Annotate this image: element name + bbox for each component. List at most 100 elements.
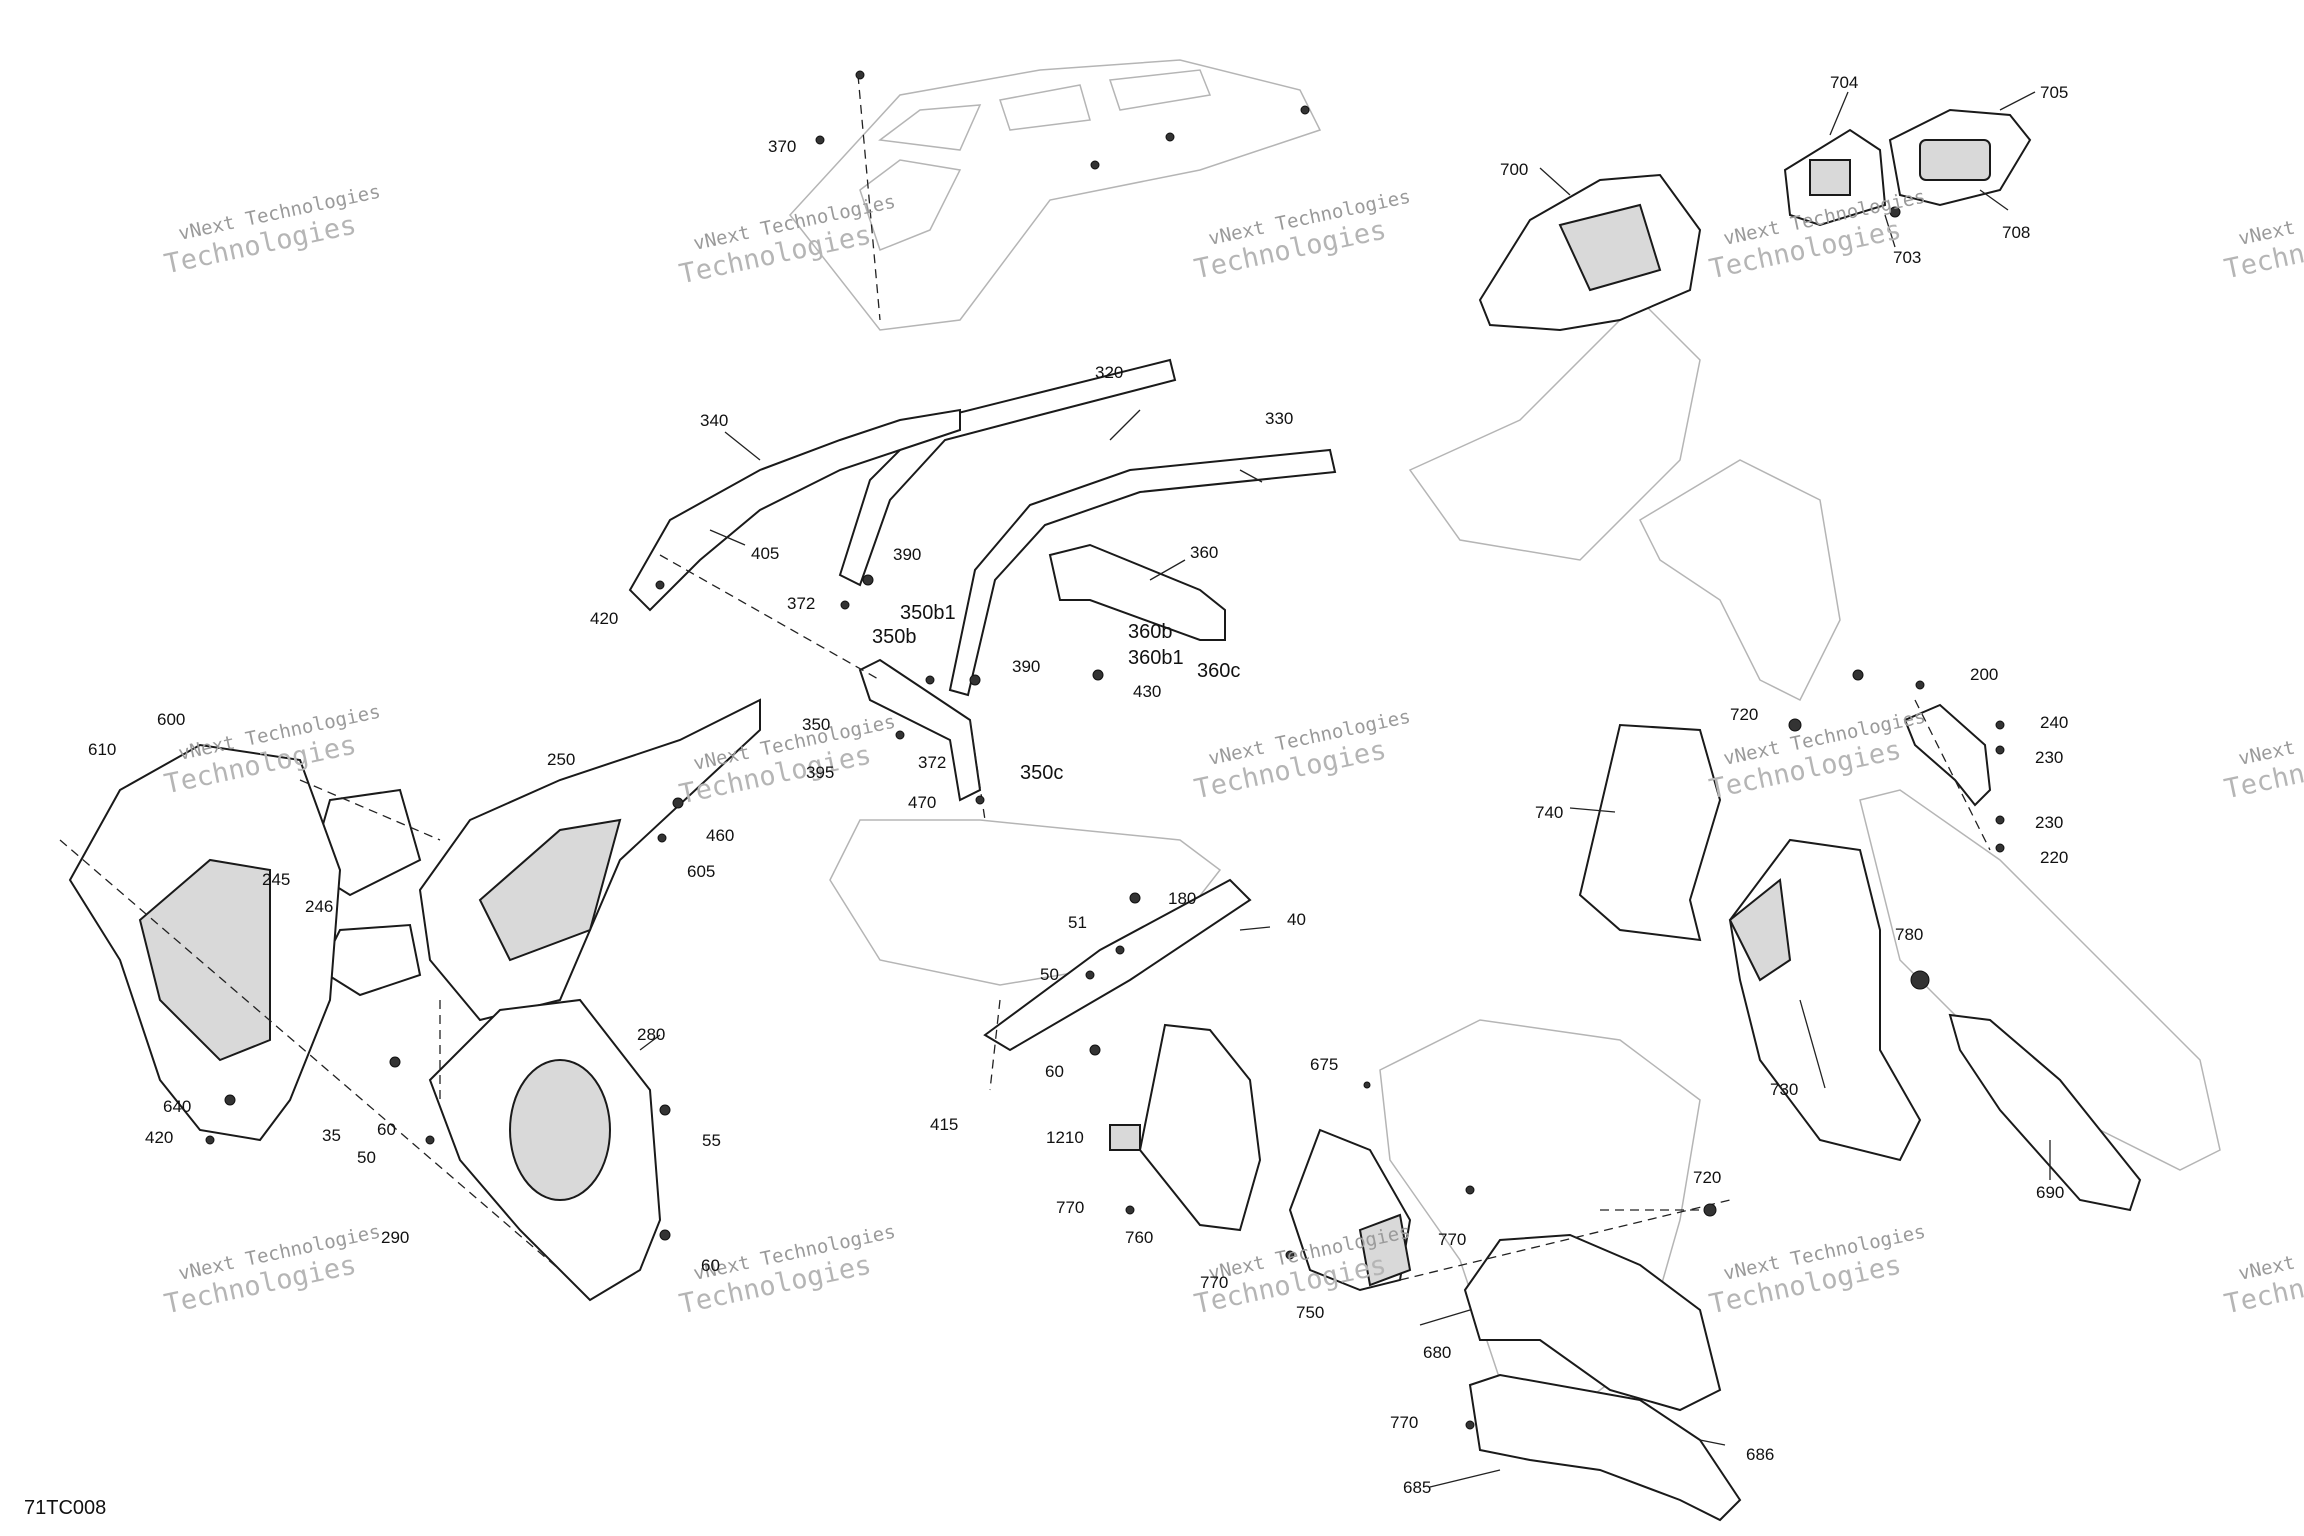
beam-360 (1048, 543, 1226, 641)
callout-label: 55 (702, 1131, 721, 1150)
callout-label: 640 (163, 1097, 191, 1116)
cluster-705 (1888, 108, 2032, 207)
callout-label: 290 (381, 1228, 409, 1247)
callout-label: 246 (305, 897, 333, 916)
callout-label: 350b1 (900, 602, 956, 624)
leader-lines (59, 74, 2051, 1488)
callout-label: 60 (1045, 1062, 1064, 1081)
callout-label: 360c (1197, 660, 1240, 682)
callout-label: 705 (2040, 83, 2068, 102)
callout-label: 240 (2040, 713, 2068, 732)
callout-label: 245 (262, 870, 290, 889)
callout-label: 340 (700, 411, 728, 430)
callout-label: 720 (1693, 1168, 1721, 1187)
callout-label: 390 (1012, 657, 1040, 676)
callout-label: 180 (1168, 889, 1196, 908)
callout-label: 372 (787, 594, 815, 613)
callout-label: 35 (322, 1126, 341, 1145)
callout-label: 750 (1296, 1303, 1324, 1322)
callout-labels: 370 700 704 705 708 703 320 330 340 405 … (88, 73, 2068, 1497)
callout-label: 230 (2035, 813, 2063, 832)
bracket-200 (1903, 703, 1992, 807)
callout-label: 680 (1423, 1343, 1451, 1362)
callout-label: 320 (1095, 363, 1123, 382)
plate-280 (428, 998, 662, 1302)
callout-label: 685 (1403, 1478, 1431, 1497)
callout-label: 395 (806, 763, 834, 782)
callout-label: 740 (1535, 803, 1563, 822)
callout-label: 360b (1128, 621, 1173, 643)
callout-label: 430 (1133, 682, 1161, 701)
panel-700 (1478, 173, 1702, 332)
bracket-246 (318, 923, 422, 997)
callout-label: 220 (2040, 848, 2068, 867)
callout-label: 690 (2036, 1183, 2064, 1202)
callout-label: 605 (687, 862, 715, 881)
bracket-340 (628, 408, 961, 612)
label-1210 (1109, 1124, 1141, 1151)
beam-40 (983, 878, 1252, 1052)
callout-label: 770 (1438, 1230, 1466, 1249)
callout-label: 675 (1310, 1055, 1338, 1074)
callout-label: 420 (145, 1128, 173, 1147)
panel-690 (1948, 1013, 2142, 1212)
frame-250 (418, 698, 761, 1022)
callout-label: 40 (1287, 910, 1306, 929)
ghost-console-right (1408, 298, 1841, 702)
duct-760 (1138, 1023, 1262, 1232)
callout-label: 770 (1390, 1413, 1418, 1432)
panel-730 (1728, 838, 1922, 1162)
callout-label: 50 (1040, 965, 1059, 984)
callout-label: 250 (547, 750, 575, 769)
callout-label: 686 (1746, 1445, 1774, 1464)
callout-label: 708 (2002, 223, 2030, 242)
callout-label: 420 (590, 609, 618, 628)
callout-label: 50 (357, 1148, 376, 1167)
callout-label: 610 (88, 740, 116, 759)
duct-750 (1288, 1128, 1412, 1292)
callout-label: 230 (2035, 748, 2063, 767)
callout-label: 730 (1770, 1080, 1798, 1099)
ghost-dash-center (829, 819, 1222, 986)
callout-label: 460 (706, 826, 734, 845)
callout-label: 370 (768, 137, 796, 156)
callout-label: 350c (1020, 762, 1063, 784)
rail-330 (948, 448, 1337, 697)
fasteners (205, 70, 2005, 1430)
callout-label: 1210 (1046, 1128, 1084, 1147)
callout-label: 60 (701, 1256, 720, 1275)
callout-label: 360b1 (1128, 647, 1184, 669)
callout-label: 770 (1056, 1198, 1084, 1217)
bracket-704 (1783, 128, 1887, 227)
callout-label: 470 (908, 793, 936, 812)
bracket-350 (858, 658, 982, 802)
callout-label: 415 (930, 1115, 958, 1134)
callout-label: 703 (1893, 248, 1921, 267)
callout-label: 280 (637, 1025, 665, 1044)
callout-label: 704 (1830, 73, 1858, 92)
callout-label: 770 (1200, 1273, 1228, 1292)
callout-label: 60 (377, 1120, 396, 1139)
callout-label: 390 (893, 545, 921, 564)
panel-685 (1468, 1373, 1742, 1522)
panel-600 (68, 743, 342, 1142)
callout-label: 405 (751, 544, 779, 563)
panel-680 (1463, 1233, 1722, 1412)
callout-label: 350 (802, 715, 830, 734)
callout-label: 372 (918, 753, 946, 772)
callout-label: 760 (1125, 1228, 1153, 1247)
cover-740 (1578, 723, 1722, 942)
callout-label: 360 (1190, 543, 1218, 562)
callout-label: 330 (1265, 409, 1293, 428)
callout-label: 600 (157, 710, 185, 729)
callout-label: 700 (1500, 160, 1528, 179)
diagram-code: 71TC008 (24, 1497, 106, 1519)
ghost-fender-right (1859, 789, 2221, 1171)
callout-label: 51 (1068, 913, 1087, 932)
callout-label: 720 (1730, 705, 1758, 724)
ghost-roof (789, 59, 1322, 331)
callout-label: 350b (872, 626, 917, 648)
callout-label: 780 (1895, 925, 1923, 944)
callout-label: 200 (1970, 665, 1998, 684)
